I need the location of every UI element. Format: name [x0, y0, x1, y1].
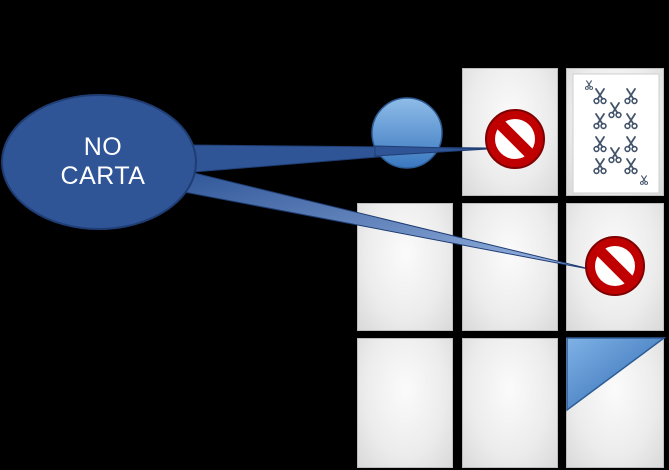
callout-pointer-lower [181, 169, 595, 271]
callout-text-line2: CARTA [60, 162, 146, 190]
callout-text-line1: NO [83, 133, 123, 161]
tile-r1-c1[interactable] [462, 203, 558, 331]
playing-card[interactable] [572, 73, 660, 194]
circle-token-icon[interactable] [371, 97, 443, 169]
tile-r2-c1[interactable] [462, 338, 558, 468]
callout-bubble [1, 94, 197, 230]
callout-pointer-upper-front [374, 145, 489, 157]
triangle-icon[interactable] [566, 337, 667, 412]
forbidden-icon [485, 109, 545, 169]
callout-text: NO CARTA [0, 133, 206, 191]
tile-r2-c0[interactable] [357, 338, 453, 468]
forbidden-icon [585, 236, 645, 296]
